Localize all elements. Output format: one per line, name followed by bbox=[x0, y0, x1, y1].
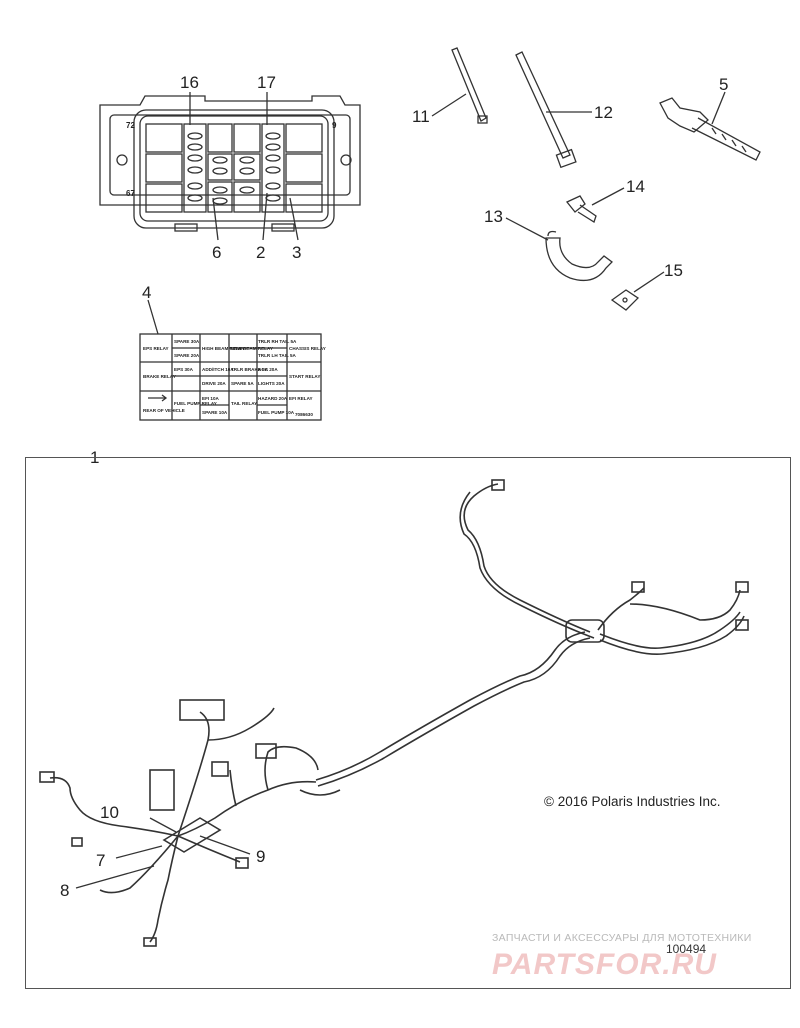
decal-cell: HIGH BEAM RELAY bbox=[202, 346, 245, 351]
callout-11: 11 bbox=[412, 107, 430, 126]
callout-12: 12 bbox=[594, 103, 613, 122]
decal-cell: LIGHTS 20A bbox=[258, 381, 285, 386]
push-rivet bbox=[565, 195, 597, 223]
fuse-box-mark-72: 72 bbox=[126, 121, 135, 130]
decal-cell: ADD/ITCH 10A bbox=[202, 367, 234, 372]
decal-cell: TRLR LH TAIL 5A bbox=[258, 353, 297, 358]
figure-number: 100494 bbox=[666, 942, 707, 956]
callout-6: 6 bbox=[212, 243, 221, 262]
decal-cell: ACC 20A bbox=[258, 367, 278, 372]
callout-10: 10 bbox=[100, 803, 119, 822]
decal-text: EPS RELAY SPARE 30A HIGH BEAM RELAY LOW … bbox=[143, 339, 326, 417]
decal-cell: TAIL RELAY bbox=[231, 401, 257, 406]
callout-17: 17 bbox=[257, 73, 276, 92]
callout-8: 8 bbox=[60, 881, 69, 900]
decal-cell: FUEL PUMP RELAY bbox=[174, 401, 217, 406]
fuse-box bbox=[99, 95, 361, 232]
decal-cell: HAZARD 20A bbox=[258, 396, 288, 401]
callout-4: 4 bbox=[142, 283, 151, 302]
watermark-tagline: ЗАПЧАСТИ И АКСЕССУАРЫ ДЛЯ МОТОТЕХНИКИ bbox=[492, 932, 752, 944]
fuse-box-mark-9: 9 bbox=[332, 121, 337, 130]
decal-cell: LOW BEAM RELAY bbox=[231, 346, 273, 351]
decal-cell: FUEL PUMP 10A bbox=[258, 410, 295, 415]
callout-14: 14 bbox=[626, 177, 645, 196]
callout-2: 2 bbox=[256, 243, 265, 262]
fuse-box-mark-67: 67 bbox=[126, 189, 135, 198]
callout-16: 16 bbox=[180, 73, 199, 92]
callout-7: 7 bbox=[96, 851, 105, 870]
nut-clip bbox=[610, 289, 640, 311]
decal-cell: SPARE 20A bbox=[174, 353, 200, 358]
decal-cell: EFI 10A bbox=[202, 396, 220, 401]
decal-cell: CHASSIS RELAY bbox=[289, 346, 326, 351]
decal-cell: SPARE 10A bbox=[202, 410, 228, 415]
callout-15: 15 bbox=[664, 261, 683, 280]
decal-cell: EFI RELAY bbox=[289, 396, 313, 401]
decal-cell: EPS RELAY bbox=[143, 346, 169, 351]
callout-13: 13 bbox=[484, 207, 503, 226]
decal-cell: START RELAY bbox=[289, 374, 320, 379]
callout-9: 9 bbox=[256, 847, 265, 866]
cable-tie-small bbox=[451, 47, 488, 124]
decal-cell: DRIVE 20A bbox=[202, 381, 226, 386]
decal-cell: TRLR RH TAIL 5A bbox=[258, 339, 297, 344]
decal-cell: EPS 30A bbox=[174, 367, 194, 372]
decal-cell: 7086630 bbox=[295, 412, 313, 417]
harness-frame bbox=[25, 457, 791, 989]
decal-cell: TRLR BRAKE 5A bbox=[231, 367, 269, 372]
fuse-decal bbox=[139, 333, 322, 421]
callout-5: 5 bbox=[719, 75, 728, 94]
decal-cell: SPARE 30A bbox=[174, 339, 200, 344]
callout-3: 3 bbox=[292, 243, 301, 262]
hose-clamp bbox=[545, 230, 613, 282]
push-mount-tie bbox=[659, 97, 761, 161]
decal-cell: SPARE 5A bbox=[231, 381, 254, 386]
decal-cell: BRAKE RELAY bbox=[143, 374, 176, 379]
wire-harness bbox=[39, 479, 749, 947]
copyright: © 2016 Polaris Industries Inc. bbox=[544, 794, 721, 809]
cable-tie-large bbox=[515, 51, 577, 169]
decal-cell: REAR OF VEHICLE bbox=[143, 408, 185, 413]
watermark-logo: PARTSFOR.RU bbox=[492, 948, 717, 981]
